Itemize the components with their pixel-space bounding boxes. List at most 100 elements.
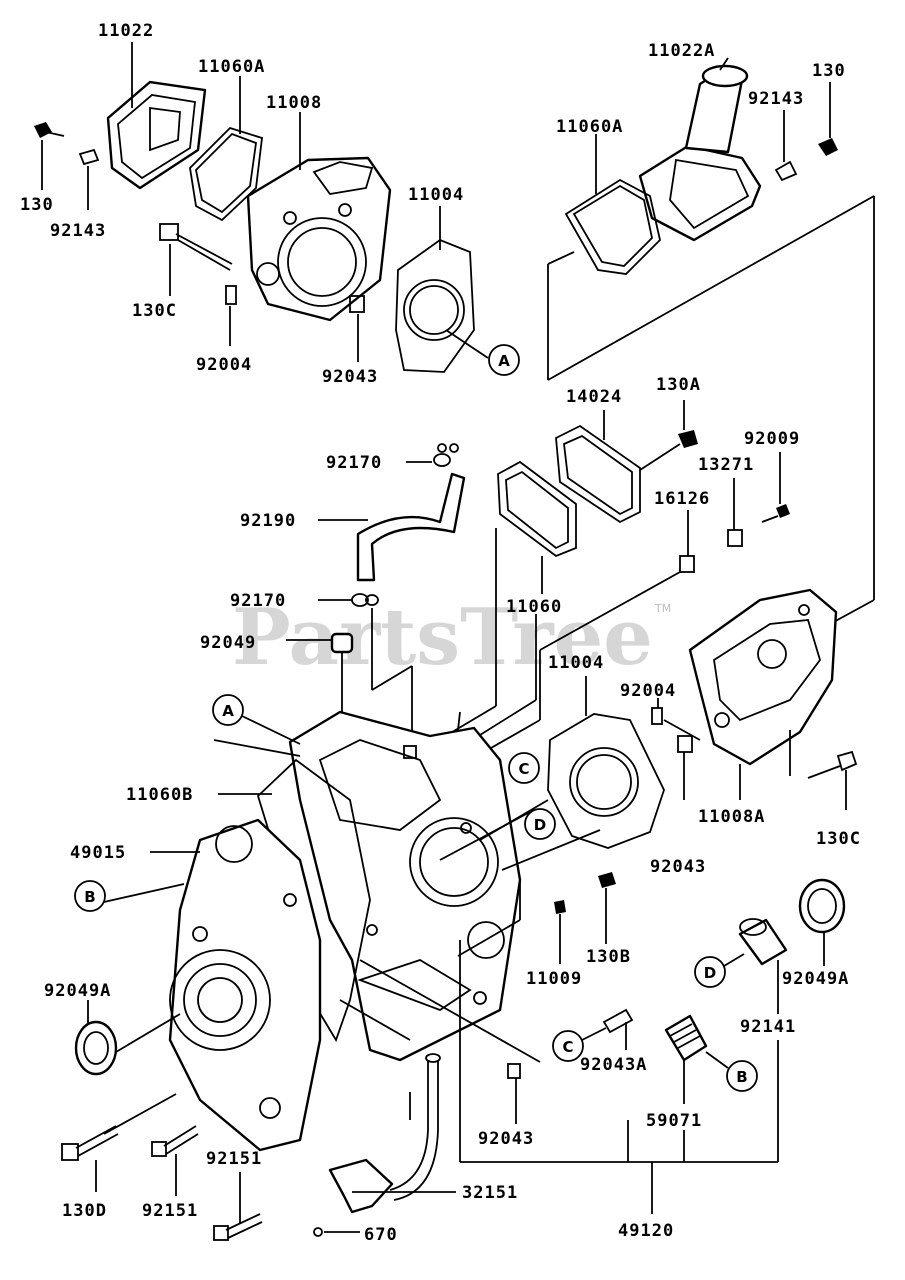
crankcase-block-49120 bbox=[288, 710, 522, 1062]
part-label-49120: 49120 bbox=[618, 1221, 674, 1241]
part-label-92049: 92049 bbox=[200, 633, 256, 653]
dowel-92043-bot bbox=[507, 1063, 521, 1079]
bolt-130c-right bbox=[807, 750, 858, 779]
gasket-14024 bbox=[555, 424, 641, 524]
svg-text:B: B bbox=[84, 888, 95, 906]
bolt-130c-left bbox=[159, 223, 233, 271]
part-label-11022: 11022 bbox=[98, 21, 154, 41]
head-gasket-11004-top bbox=[395, 238, 475, 373]
part-label-92151-a: 92151 bbox=[206, 1149, 262, 1169]
callout-a-mid: A bbox=[212, 694, 244, 726]
part-label-92143-right: 92143 bbox=[748, 89, 804, 109]
svg-text:A: A bbox=[498, 352, 510, 370]
part-label-92004-mid: 92004 bbox=[620, 681, 676, 701]
part-label-130c-left: 130C bbox=[132, 301, 177, 321]
callout-c-mid: C bbox=[508, 752, 540, 784]
svg-text:D: D bbox=[534, 816, 546, 834]
pipe-32151 bbox=[328, 1053, 441, 1214]
part-label-130b: 130B bbox=[586, 947, 631, 967]
valve-cover-11022a bbox=[638, 64, 762, 242]
part-label-16126: 16126 bbox=[654, 489, 710, 509]
callout-b-left: B bbox=[74, 880, 106, 912]
part-label-92043a: 92043A bbox=[580, 1055, 647, 1075]
part-label-130-right: 130 bbox=[812, 61, 846, 81]
part-label-11060a-left: 11060A bbox=[198, 57, 265, 77]
pin-92143-right bbox=[774, 160, 798, 182]
head-gasket-11004-mid bbox=[547, 713, 665, 849]
svg-text:D: D bbox=[704, 964, 716, 982]
hose-92190 bbox=[356, 472, 466, 582]
part-label-49015: 49015 bbox=[70, 843, 126, 863]
part-label-13271: 13271 bbox=[698, 455, 754, 475]
callout-b-right: B bbox=[726, 1060, 758, 1092]
part-label-130c-right: 130C bbox=[816, 829, 861, 849]
dowel-92004-top bbox=[225, 285, 237, 305]
part-label-92043-top: 92043 bbox=[322, 367, 378, 387]
part-label-92009: 92009 bbox=[744, 429, 800, 449]
part-label-92141: 92141 bbox=[740, 1017, 796, 1037]
clip-92170-top bbox=[433, 443, 459, 467]
gasket-11060 bbox=[497, 460, 577, 558]
partstree-watermark: PartsTree bbox=[232, 592, 653, 683]
part-label-11009: 11009 bbox=[526, 969, 582, 989]
trademark-mark: TM bbox=[654, 602, 671, 615]
part-label-92143-left: 92143 bbox=[50, 221, 106, 241]
plug-92043a bbox=[602, 1008, 634, 1034]
gasket-11060a-right bbox=[564, 178, 661, 275]
part-label-11004-top: 11004 bbox=[408, 185, 464, 205]
part-label-130a: 130A bbox=[656, 375, 701, 395]
pin-92143-left bbox=[78, 148, 100, 166]
cover-49015 bbox=[168, 818, 322, 1152]
dowel-92043-top bbox=[349, 295, 365, 313]
plug-11009 bbox=[554, 900, 566, 914]
svg-text:B: B bbox=[736, 1068, 747, 1086]
bolt-92151-a bbox=[151, 1125, 199, 1157]
part-label-11004-mid: 11004 bbox=[548, 653, 604, 673]
svg-text:C: C bbox=[518, 760, 529, 778]
part-label-92151-b: 92151 bbox=[142, 1201, 198, 1221]
bolt-130a bbox=[639, 430, 698, 471]
part-label-11060a-right: 11060A bbox=[556, 117, 623, 137]
part-label-92190: 92190 bbox=[240, 511, 296, 531]
part-label-92170-top: 92170 bbox=[326, 453, 382, 473]
part-label-92049a-right: 92049A bbox=[782, 969, 849, 989]
part-label-11022a: 11022A bbox=[648, 41, 715, 61]
part-label-92170-mid: 92170 bbox=[230, 591, 286, 611]
part-label-59071: 59071 bbox=[646, 1111, 702, 1131]
dowel-92004-mid bbox=[651, 707, 663, 725]
part-label-11008a: 11008A bbox=[698, 807, 765, 827]
plug-92049 bbox=[330, 632, 354, 654]
bolt-130-left bbox=[34, 122, 65, 138]
bolt-130b bbox=[598, 872, 616, 888]
part-label-92049a-left: 92049A bbox=[44, 981, 111, 1001]
bolt-130d bbox=[61, 1125, 119, 1161]
callout-d-right: D bbox=[694, 956, 726, 988]
part-label-92043-mid: 92043 bbox=[650, 857, 706, 877]
part-label-11060b: 11060B bbox=[126, 785, 193, 805]
bolt-130-right bbox=[818, 138, 838, 156]
dowel-16126 bbox=[679, 555, 695, 573]
filter-59071 bbox=[664, 1014, 708, 1062]
callout-d-mid: D bbox=[524, 808, 556, 840]
part-label-130d: 130D bbox=[62, 1201, 107, 1221]
seal-92049a-right bbox=[798, 878, 846, 934]
dowel-92043-mid bbox=[677, 735, 693, 753]
ring-670 bbox=[313, 1227, 323, 1237]
gasket-11060a-left bbox=[189, 126, 263, 222]
part-label-92004-top: 92004 bbox=[196, 355, 252, 375]
part-label-11008: 11008 bbox=[266, 93, 322, 113]
valve-cover-11022 bbox=[106, 80, 207, 190]
bolt-92151-b bbox=[213, 1213, 263, 1241]
cylinder-head-11008a bbox=[688, 588, 838, 766]
part-label-670: 670 bbox=[364, 1225, 398, 1245]
callout-c-low: C bbox=[552, 1030, 584, 1062]
part-label-92043-bot: 92043 bbox=[478, 1129, 534, 1149]
cylinder-head-11008 bbox=[246, 156, 392, 322]
svg-text:A: A bbox=[222, 702, 234, 720]
part-label-32151: 32151 bbox=[462, 1183, 518, 1203]
part-label-11060: 11060 bbox=[506, 597, 562, 617]
dowel-13271 bbox=[727, 529, 743, 547]
callout-a-top: A bbox=[488, 344, 520, 376]
seal-92049a-left bbox=[74, 1020, 118, 1076]
